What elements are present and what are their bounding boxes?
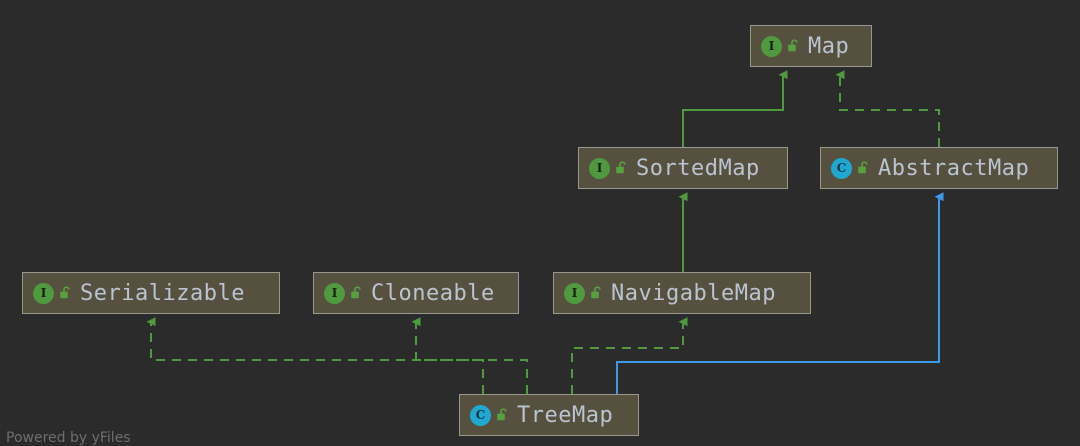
unlocked-padlock-icon <box>585 285 605 301</box>
node-label-abstractmap: AbstractMap <box>878 155 1030 181</box>
interface-badge-icon: I <box>324 282 345 304</box>
interface-badge-icon: I <box>761 35 782 57</box>
class-badge-icon: C <box>831 157 852 179</box>
node-icon-group: C <box>470 404 511 426</box>
unlocked-padlock-icon <box>782 38 802 54</box>
node-icon-group: I <box>761 35 802 57</box>
node-label-cloneable: Cloneable <box>371 280 495 306</box>
node-icon-group: I <box>33 282 74 304</box>
interface-badge-icon: I <box>33 282 54 304</box>
node-label-map: Map <box>808 33 850 59</box>
node-icon-group: C <box>831 157 872 179</box>
uml-node-navigablemap[interactable]: I NavigableMap <box>553 272 811 314</box>
edge-treemap-implements-serializable[interactable] <box>146 317 484 394</box>
node-label-navigablemap: NavigableMap <box>611 280 776 306</box>
unlocked-padlock-icon <box>54 285 74 301</box>
node-label-sortedmap: SortedMap <box>636 155 760 181</box>
unlocked-padlock-icon <box>852 160 872 176</box>
edge-sortedmap-extends-map[interactable] <box>682 70 788 147</box>
interface-badge-icon: I <box>564 282 585 304</box>
uml-node-serializable[interactable]: I Serializable <box>22 272 280 314</box>
edge-abstractmap-implements-map[interactable] <box>835 70 940 147</box>
node-label-serializable: Serializable <box>80 280 245 306</box>
edge-treemap-implements-cloneable[interactable] <box>411 317 528 394</box>
uml-node-cloneable[interactable]: I Cloneable <box>313 272 519 314</box>
uml-node-abstractmap[interactable]: C AbstractMap <box>820 147 1058 189</box>
node-icon-group: I <box>324 282 365 304</box>
node-icon-group: I <box>564 282 605 304</box>
uml-node-treemap[interactable]: C TreeMap <box>459 394 639 436</box>
class-badge-icon: C <box>470 404 491 426</box>
unlocked-padlock-icon <box>345 285 365 301</box>
unlocked-padlock-icon <box>491 407 511 423</box>
interface-badge-icon: I <box>589 157 610 179</box>
edge-treemap-extends-abstractmap[interactable] <box>616 192 944 394</box>
unlocked-padlock-icon <box>610 160 630 176</box>
powered-by-label: Powered by yFiles <box>6 430 131 446</box>
edge-treemap-implements-navigablemap[interactable] <box>571 317 688 394</box>
uml-node-map[interactable]: I Map <box>750 25 872 67</box>
uml-node-sortedmap[interactable]: I SortedMap <box>578 147 788 189</box>
node-icon-group: I <box>589 157 630 179</box>
node-label-treemap: TreeMap <box>517 402 614 428</box>
